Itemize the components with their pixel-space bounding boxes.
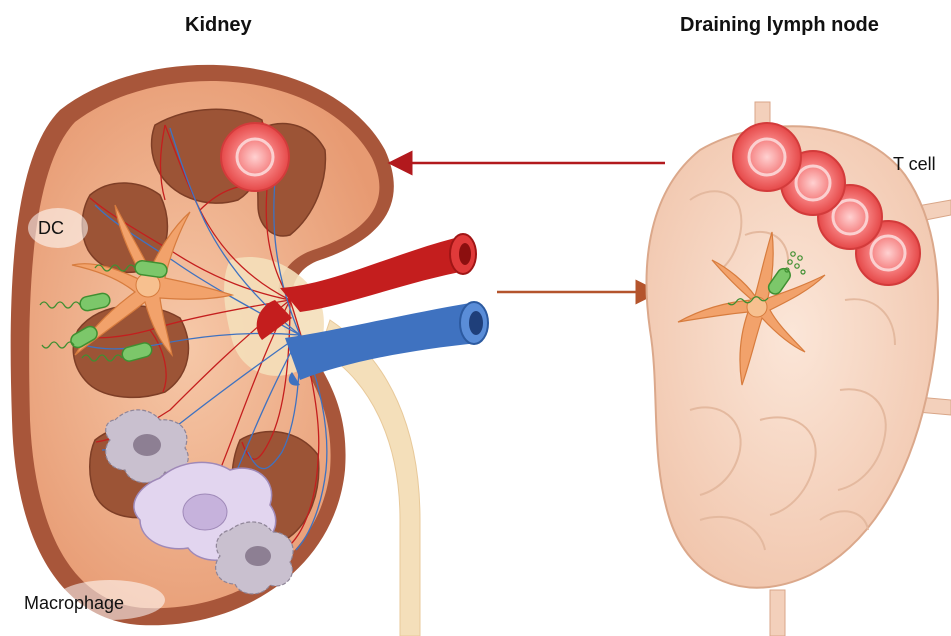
kidney-organ [11,65,488,636]
dc-label: DC [38,218,64,239]
kidney-title: Kidney [185,14,252,37]
lymph-node-title: Draining lymph node [680,14,879,37]
macrophage-label: Macrophage [24,593,124,614]
lymph-node-organ [647,102,951,636]
t-cell-icon [733,123,801,191]
kidney-t-cell-icon [221,123,289,191]
t-cell-label: T cell [893,154,936,175]
